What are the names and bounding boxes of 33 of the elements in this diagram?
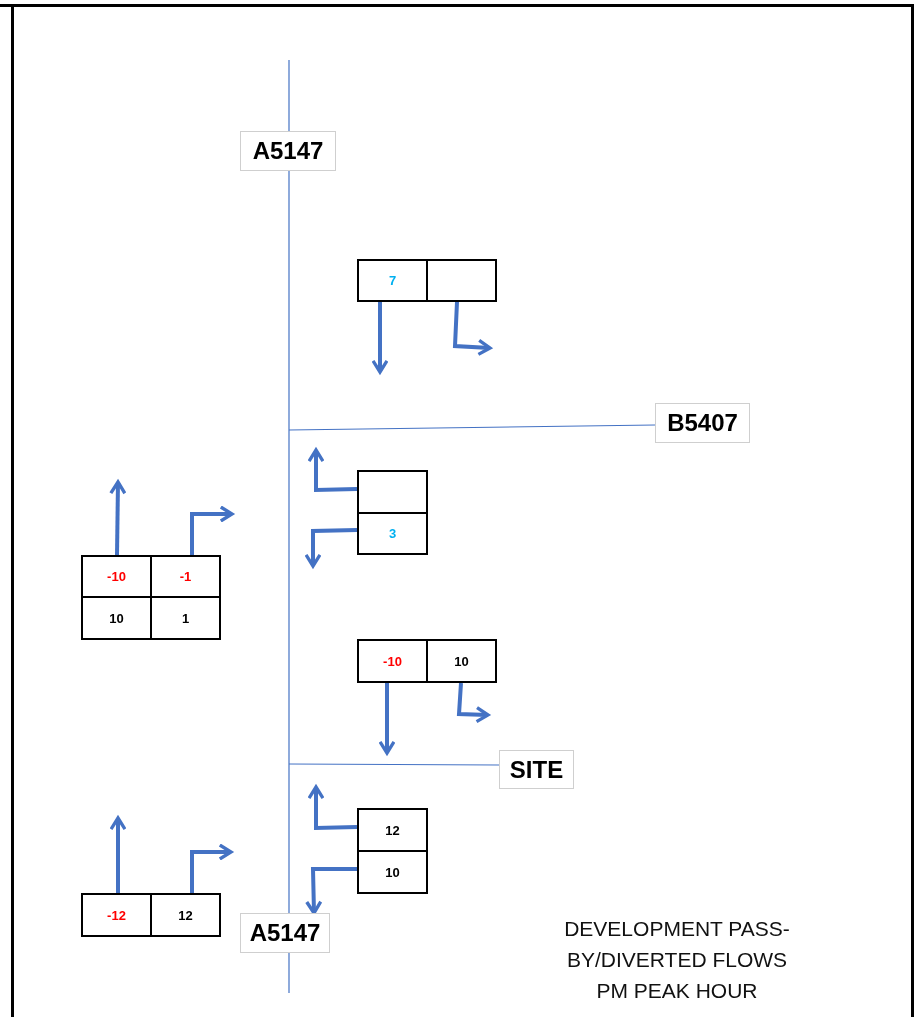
flow-value-cell: 12 — [357, 808, 428, 852]
turning-arrow — [371, 302, 389, 374]
road-name-label: A5147 — [240, 131, 336, 171]
road-name-label: A5147 — [240, 913, 330, 953]
turning-arrow — [456, 682, 490, 724]
turning-arrow — [109, 816, 127, 893]
road-name-label: B5407 — [655, 403, 750, 443]
flow-value-cell: 10 — [357, 850, 428, 894]
flow-value-cell: -12 — [81, 893, 152, 937]
turning-arrow — [307, 448, 358, 493]
turning-arrow — [109, 480, 127, 556]
flow-value-cell: -1 — [150, 555, 221, 598]
empty-flow-cell — [357, 470, 428, 514]
road-line — [288, 424, 656, 431]
turning-arrow — [452, 301, 492, 357]
turning-arrow — [378, 683, 396, 755]
turning-arrow — [307, 785, 358, 831]
road-line — [288, 170, 290, 914]
flow-value-cell: 10 — [426, 639, 497, 683]
flow-value-cell: -10 — [357, 639, 428, 683]
flow-value-cell: -10 — [81, 555, 152, 598]
turning-arrow — [304, 528, 358, 568]
flow-value-cell: 12 — [150, 893, 221, 937]
flow-value-cell: 3 — [357, 512, 428, 555]
flow-value-cell: 10 — [81, 596, 152, 640]
flow-value-cell: 1 — [150, 596, 221, 640]
caption-text: DEVELOPMENT PASS-BY/DIVERTED FLOWS PM PEAK HOUR — [563, 916, 791, 1004]
road-name-label: SITE — [499, 750, 574, 789]
road-line — [288, 763, 500, 766]
turning-arrow — [190, 505, 234, 555]
turning-arrow — [190, 843, 233, 893]
turning-arrow — [305, 867, 357, 915]
flow-value-cell: 7 — [357, 259, 428, 302]
